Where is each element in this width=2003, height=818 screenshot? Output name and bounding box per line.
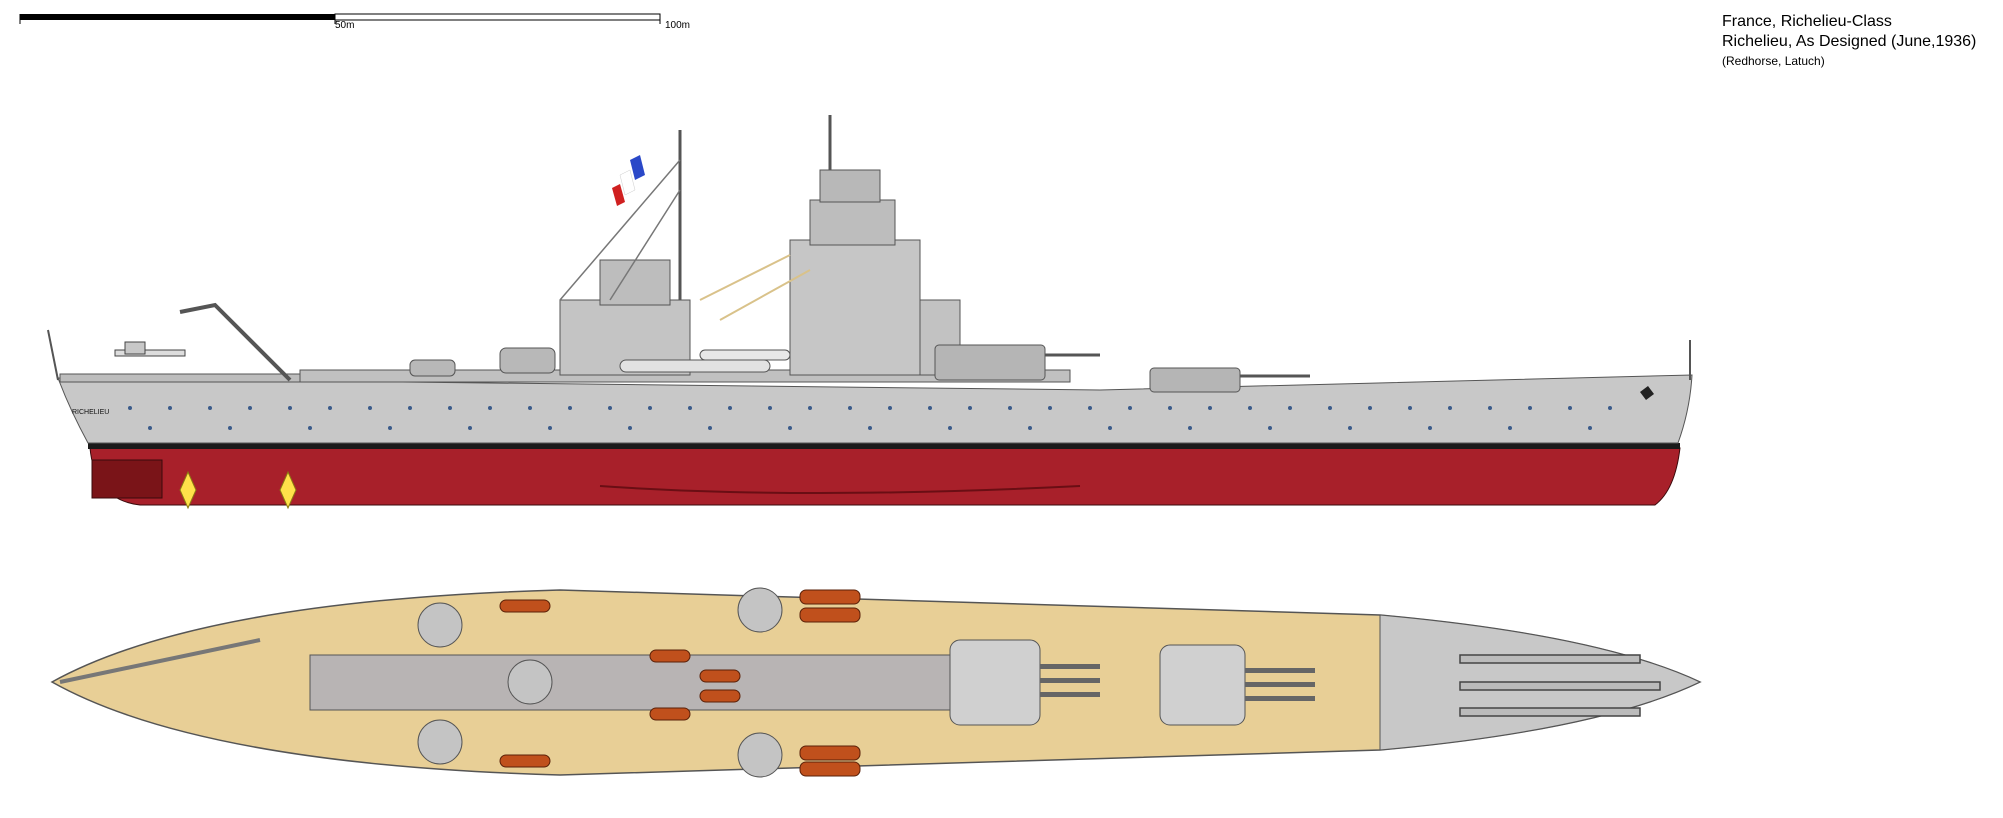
title-credit: (Redhorse, Latuch) xyxy=(1722,54,1825,68)
rudder xyxy=(91,459,163,499)
scale-mark-100m: 100m xyxy=(665,20,691,31)
hull-name-label: RICHELIEU xyxy=(72,409,109,416)
waterline-stripe xyxy=(88,443,1680,449)
title-class: France, Richelieu-Class xyxy=(1722,13,1892,30)
main-turret-1 xyxy=(1149,367,1241,393)
boats xyxy=(499,589,861,777)
portholes xyxy=(128,406,1612,430)
secondary-turrets xyxy=(417,587,783,778)
scale-bar xyxy=(19,13,661,24)
title-ship: Richelieu, As Designed (June,1936) xyxy=(1722,33,1977,50)
main-turret-2 xyxy=(934,344,1046,381)
french-flag-icon xyxy=(612,155,645,206)
upper-hull xyxy=(57,374,1693,444)
main-turret-2-plan xyxy=(1159,644,1246,726)
anchor-chains xyxy=(1459,654,1661,717)
seaplane-icon xyxy=(114,341,186,357)
anchor-icon xyxy=(1640,386,1654,400)
central-deck xyxy=(309,654,1031,711)
propeller-icon xyxy=(179,470,297,510)
scale-mark-50m: 50m xyxy=(335,20,355,31)
title-block: France, Richelieu-Class Richelieu, As De… xyxy=(1722,12,1976,70)
main-turret-1-plan xyxy=(949,639,1041,726)
